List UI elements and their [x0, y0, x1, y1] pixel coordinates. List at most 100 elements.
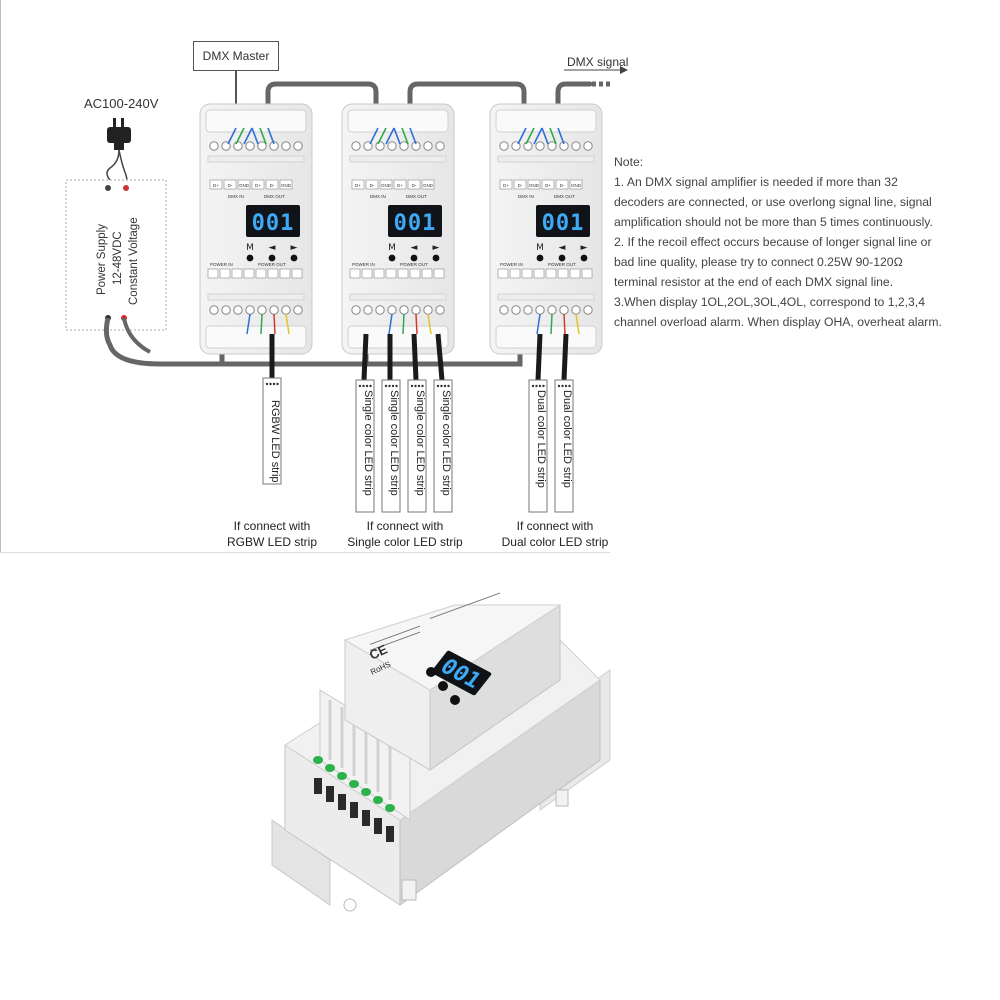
strip-pad [421, 384, 424, 388]
decoder-button-label: M [388, 243, 396, 253]
terminal-label: GND [571, 183, 582, 188]
output-wire [536, 313, 541, 335]
terminal-label-box [393, 179, 407, 190]
decoder-button-label: ► [291, 243, 298, 253]
psu-line-2: 12-48VDC [112, 231, 124, 285]
power-terminal-box [509, 268, 521, 279]
terminal-label-box [279, 179, 293, 190]
psu-ac-terminal-2 [123, 185, 129, 191]
product-top-print [370, 592, 500, 651]
product-terminal-screw [325, 764, 335, 772]
power-terminal-box [361, 268, 373, 279]
power-bus-cable-b [122, 317, 151, 354]
strip-pad [535, 384, 538, 388]
terminal-screw-bottom [245, 305, 255, 315]
decoder-button[interactable] [558, 254, 566, 262]
decoder-button-label: ◄ [269, 243, 276, 253]
product-terminal-slot [326, 786, 334, 802]
terminal-label-box [237, 179, 251, 190]
decoder-terminal-strip [207, 155, 305, 163]
terminal-label: D- [370, 183, 375, 188]
power-in-label: POWER IN [352, 262, 375, 267]
output-wire [246, 313, 251, 335]
dmx-out-cable [555, 81, 593, 131]
strip-cable [535, 333, 543, 381]
decoder-display-digits: 001 [252, 211, 295, 236]
decoder-button-label: ► [433, 243, 440, 253]
terminal-screw-bottom [571, 305, 581, 315]
psu-line-1: Power Supply [96, 224, 108, 295]
decoder-button[interactable] [432, 254, 440, 262]
terminal-screw-top [233, 141, 243, 151]
decoder-bottom-tab [205, 325, 307, 349]
terminal-screw-top [435, 141, 445, 151]
caption-dual-line2: Dual color LED strip [501, 535, 609, 549]
terminal-screw-bottom [269, 305, 279, 315]
terminal-label-box [265, 179, 279, 190]
product-terminal-screw [361, 788, 371, 796]
decoder-lower-strip [207, 293, 305, 301]
power-terminal-box [409, 268, 421, 279]
power-in-label: POWER IN [500, 262, 523, 267]
terminal-screw-top [387, 141, 397, 151]
terminal-screw-top [375, 141, 385, 151]
note-item-1: 1. An DMX signal amplifier is needed if … [614, 175, 933, 229]
terminal-label: D- [228, 183, 233, 188]
psu-line-3: Constant Voltage [128, 217, 140, 305]
product-button-right[interactable] [450, 695, 460, 705]
decoder-top-tab [347, 109, 449, 133]
strip-pad [391, 384, 395, 388]
decoder-button[interactable] [536, 254, 544, 262]
decoder-button[interactable] [290, 254, 298, 262]
caption-rgbw: If connect with RGBW LED strip [187, 518, 357, 550]
decoder-display [246, 205, 300, 237]
terminal-label-box [421, 179, 435, 190]
dmx-wire [517, 127, 527, 145]
terminal-label: D+ [255, 183, 261, 188]
output-wire [427, 313, 432, 335]
product-terminal-slot [386, 826, 394, 842]
power-terminal-box [207, 268, 219, 279]
led-strip-body [262, 377, 282, 485]
power-terminal-box [231, 268, 243, 279]
power-terminal-box [267, 268, 279, 279]
caption-rgbw-line2: RGBW LED strip [226, 535, 317, 549]
terminal-screw-bottom [351, 305, 361, 315]
power-out-label: POWER OUT [548, 262, 576, 267]
power-out-label: POWER OUT [400, 262, 428, 267]
decoder-display-digits: 001 [394, 211, 437, 236]
terminal-label-box [513, 179, 527, 190]
decoder-lower-strip [349, 293, 447, 301]
strip-pad [443, 384, 447, 388]
product-terminal-screw [385, 804, 395, 812]
terminal-label: D+ [355, 183, 361, 188]
terminal-screw-bottom [363, 305, 373, 315]
terminal-label: GND [281, 183, 292, 188]
decoder-button[interactable] [580, 254, 588, 262]
power-terminal-box [243, 268, 255, 279]
terminal-screw-top [499, 141, 509, 151]
product-terminal-row [313, 756, 395, 842]
dmx-in-label: DMX IN [518, 194, 534, 199]
terminal-label-box [351, 179, 365, 190]
decoder-button[interactable] [410, 254, 418, 262]
product-render: CE RoHS 001 [271, 592, 611, 912]
terminal-label: D- [560, 183, 565, 188]
strip-pad [436, 384, 440, 388]
led-strips-group [262, 333, 574, 513]
decoder-button[interactable] [268, 254, 276, 262]
product-terminal-screw [337, 772, 347, 780]
decoder-button[interactable] [246, 254, 254, 262]
caption-single-line2: Single color LED strip [347, 535, 463, 549]
product-button-m[interactable] [426, 667, 436, 677]
decoder-button-label: ◄ [411, 243, 418, 253]
decoder-button[interactable] [388, 254, 396, 262]
strip-cable [435, 333, 445, 381]
power-terminal-box [397, 268, 409, 279]
terminal-screw-bottom [209, 305, 219, 315]
product-button-left[interactable] [438, 681, 448, 691]
dmx-wire [369, 127, 379, 145]
terminal-label: GND [529, 183, 540, 188]
